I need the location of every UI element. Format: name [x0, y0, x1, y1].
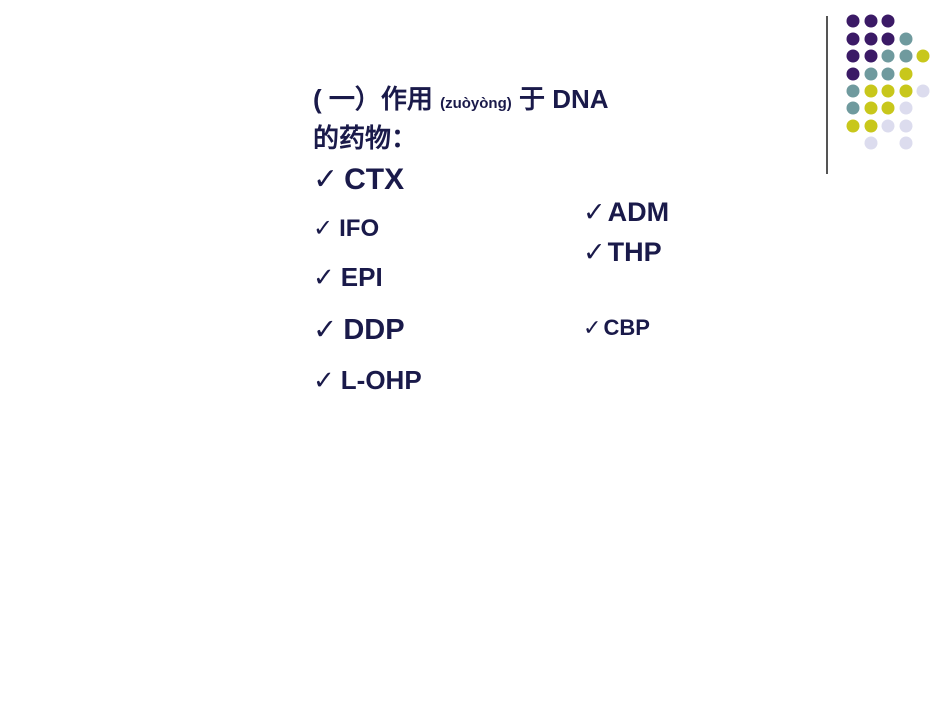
decorative-dot	[881, 119, 895, 133]
decorative-dot	[864, 14, 878, 28]
decorative-dot	[899, 32, 913, 46]
decorative-dot	[846, 32, 860, 46]
decorative-dot	[916, 49, 930, 63]
title-part1: ( 一）作用	[313, 84, 441, 114]
list-item-thp: ✓THP	[583, 237, 662, 268]
decorative-dot	[899, 67, 913, 81]
check-icon: ✓	[313, 263, 335, 293]
list-item-l-ohp: ✓L-OHP	[313, 365, 422, 396]
item-label: ADM	[607, 197, 670, 227]
list-item-ctx: ✓CTX	[313, 162, 404, 197]
decorative-dot	[864, 32, 878, 46]
decorative-dot	[846, 14, 860, 28]
decorative-dot	[916, 84, 930, 98]
decorative-dot	[881, 67, 895, 81]
decorative-dot	[881, 49, 895, 63]
decorative-dot	[899, 101, 913, 115]
item-label: CTX	[344, 163, 405, 196]
title-line2: 的药物：	[313, 123, 418, 153]
item-label: IFO	[339, 215, 380, 242]
title-pinyin: (zuòyòng)	[440, 95, 512, 112]
check-icon: ✓	[583, 197, 606, 228]
decorative-dot	[864, 67, 878, 81]
item-label: THP	[607, 237, 662, 267]
list-item-adm: ✓ADM	[583, 197, 669, 228]
item-label: DDP	[343, 314, 405, 346]
decorative-dot	[864, 136, 878, 150]
list-item-cbp: ✓CBP	[583, 315, 650, 341]
decorative-dot	[846, 101, 860, 115]
list-item-ifo: ✓IFO	[313, 214, 379, 243]
item-label: EPI	[340, 262, 383, 292]
decorative-dot	[846, 84, 860, 98]
check-icon: ✓	[313, 366, 335, 396]
decorative-dot	[864, 49, 878, 63]
decorative-dot	[846, 49, 860, 63]
decorative-dot	[864, 84, 878, 98]
decorative-dot	[846, 67, 860, 81]
decorative-dot	[899, 49, 913, 63]
item-label: CBP	[603, 315, 650, 340]
check-icon: ✓	[313, 312, 338, 346]
decorative-dot	[899, 136, 913, 150]
divider-line	[826, 16, 828, 174]
decorative-dot	[881, 101, 895, 115]
decorative-dot	[881, 32, 895, 46]
decorative-dot	[899, 119, 913, 133]
item-label: L-OHP	[340, 365, 422, 395]
title-part2: 于 DNA	[511, 84, 609, 114]
decorative-dot	[881, 14, 895, 28]
check-icon: ✓	[583, 237, 606, 268]
decorative-dot	[864, 119, 878, 133]
decorative-dot	[864, 101, 878, 115]
decorative-dot	[881, 84, 895, 98]
slide-title: ( 一）作用 (zuòyòng) 于 DNA 的药物：	[313, 82, 609, 155]
decorative-dot	[899, 84, 913, 98]
check-icon: ✓	[313, 214, 334, 242]
check-icon: ✓	[583, 316, 602, 341]
check-icon: ✓	[313, 162, 339, 197]
list-item-ddp: ✓DDP	[313, 312, 405, 347]
list-item-epi: ✓EPI	[313, 262, 383, 293]
decorative-dot	[846, 119, 860, 133]
